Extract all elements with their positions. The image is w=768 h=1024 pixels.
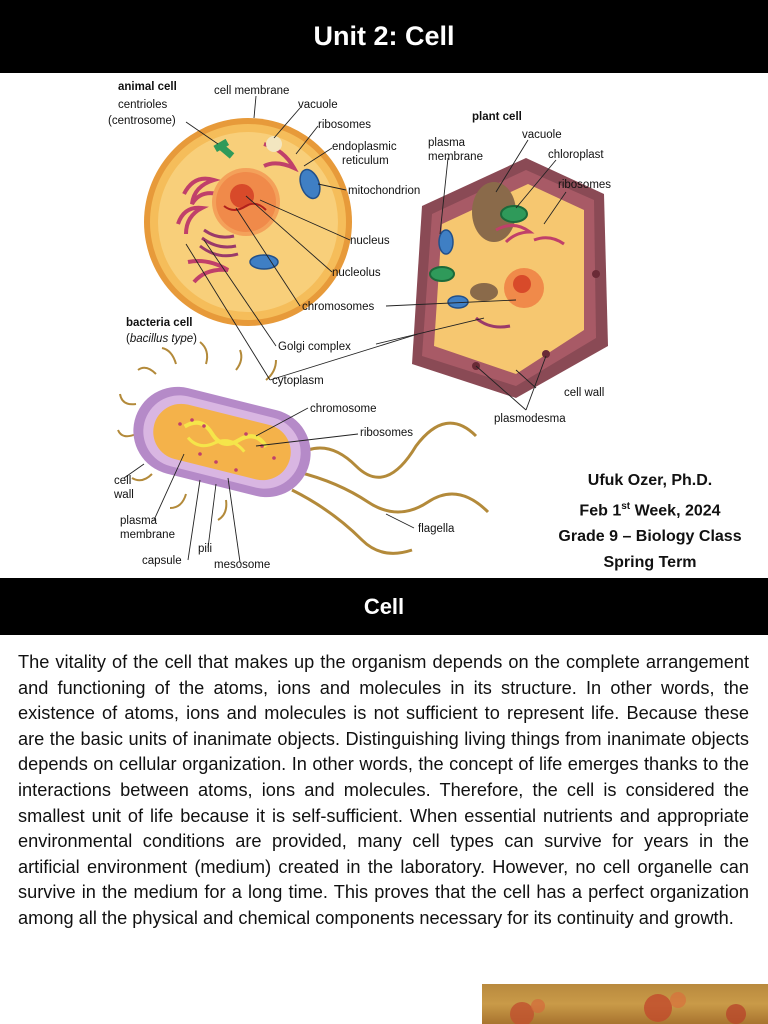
label-plant-vacuole: vacuole [522,129,562,141]
leader-lines [123,95,567,563]
label-cell-wall-line1: cell [114,475,131,487]
course-term: Spring Term [603,554,697,572]
label-centrioles: centrioles [118,99,167,111]
label-animal-vacuole: vacuole [298,99,338,111]
label-cytoplasm: cytoplasm [272,375,324,387]
label-er-line2: reticulum [342,155,389,167]
animal-cell-illustration [144,118,352,326]
subheading-close-paren: ) [193,333,197,345]
label-centrosome: (centrosome) [108,115,176,127]
bacteria-cell-subheading: (bacillus type) [126,333,197,345]
label-chloroplast: chloroplast [548,149,604,161]
label-pili: pili [198,543,212,555]
section-title: Cell [363,593,405,619]
bacteria-cell-heading: bacteria cell [126,317,192,329]
page-title: Unit 2: Cell [313,21,455,51]
animal-cell-heading: animal cell [118,81,177,93]
label-flagella: flagella [418,523,455,535]
bacteria-cell-illustration [117,341,490,555]
course-name: Grade 9 – Biology Class [558,528,742,546]
date-ordinal: st [621,501,631,512]
label-cell-membrane: cell membrane [214,85,289,97]
label-golgi-complex: Golgi complex [278,341,351,353]
date-suffix: Week, 2024 [630,502,721,520]
date-prefix: Feb 1 [579,502,622,520]
label-bacteria-plasma-line1: plasma [120,515,158,527]
label-mitochondrion: mitochondrion [348,185,420,197]
label-bacteria-ribosomes: ribosomes [360,427,413,439]
plant-cell-illustration [412,158,608,398]
label-chromosomes: chromosomes [302,301,374,313]
page-title-banner: Unit 2: Cell [0,0,768,73]
label-plant-plasma-line2: membrane [428,151,483,163]
label-nucleus: nucleus [350,235,390,247]
label-bacteria-plasma-line2: membrane [120,529,175,541]
author-credits: Ufuk Ozer, Ph.D. Feb 1st Week, 2024 Grad… [534,468,766,576]
cell-photo-thumbnail [482,984,768,1024]
label-capsule: capsule [142,555,182,567]
author-name: Ufuk Ozer, Ph.D. [587,472,713,489]
label-plant-ribosomes: ribosomes [558,179,611,191]
label-cell-wall-line2: wall [113,489,134,501]
course-date: Feb 1st Week, 2024 [534,494,766,524]
subheading-open-paren: ( [126,333,130,345]
cell-diagram-svg: animal cell cell membrane centrioles (ce… [96,74,628,574]
label-chromosome: chromosome [310,403,376,415]
label-cell-wall: cell wall [564,387,604,399]
subheading-bacillus: bacillus type [130,333,193,345]
label-nucleolus: nucleolus [332,267,381,279]
section-banner: Cell [0,578,768,635]
cell-diagram: animal cell cell membrane centrioles (ce… [96,74,628,574]
body-paragraph: The vitality of the cell that makes up t… [18,652,749,928]
label-mesosome: mesosome [214,559,270,571]
label-plasmodesma: plasmodesma [494,413,566,425]
label-animal-ribosomes: ribosomes [318,119,371,131]
label-plant-plasma-line1: plasma [428,137,466,149]
label-er-line1: endoplasmic [332,141,397,153]
plant-cell-heading: plant cell [472,111,522,123]
cell-photo-svg [510,992,746,1024]
